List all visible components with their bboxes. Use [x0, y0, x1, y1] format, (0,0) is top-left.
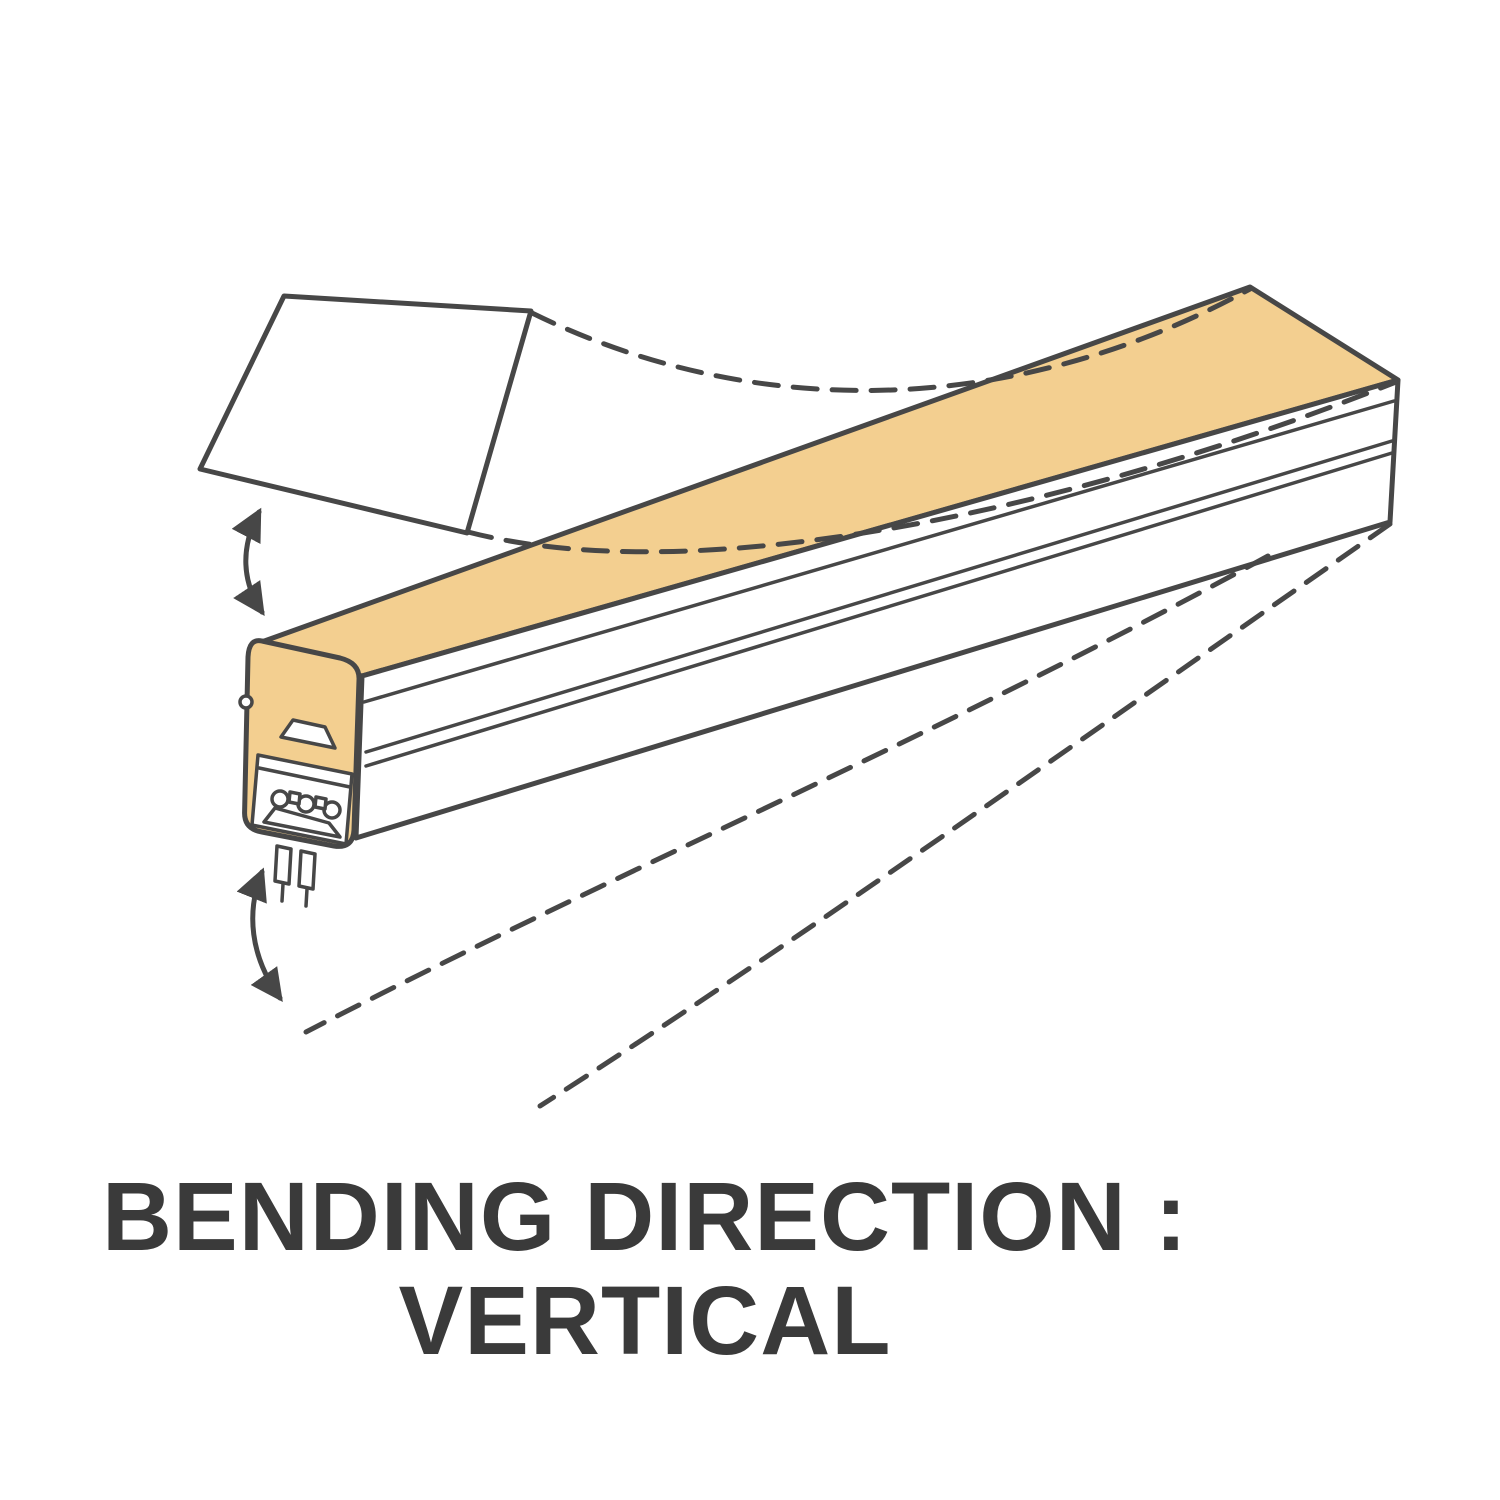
- end-cap-notch-dot: [238, 694, 254, 710]
- strip-side-bevel-line: [362, 399, 1396, 704]
- pcb-top-line: [257, 766, 352, 789]
- pcb-component-2: [313, 795, 328, 811]
- bend-up-arrow-icon: [231, 507, 265, 617]
- bend-down-arrow-icon: [236, 867, 283, 1002]
- bend-curve-up-front-edge: [465, 379, 1399, 555]
- bend-curve-down-front-edge: [537, 521, 1393, 1109]
- caption-line-1: BENDING DIRECTION :: [102, 1162, 1188, 1271]
- strip-groove-line-lower: [364, 451, 1394, 768]
- wire-lead-1: [280, 882, 285, 903]
- bend-path-curves: [303, 286, 1399, 1109]
- bend-curve-down-back-edge: [303, 553, 1271, 1035]
- pcb-component-1: [287, 790, 302, 806]
- wire-terminal-1: [273, 844, 293, 886]
- wire-lead-2: [304, 887, 309, 908]
- ghost-end-face-up: [197, 293, 534, 536]
- caption: BENDING DIRECTION : VERTICAL: [0, 1165, 1290, 1373]
- wire-terminal-2: [297, 849, 317, 891]
- solder-pad-trapezoid: [262, 806, 342, 839]
- strip-groove-line-upper: [364, 439, 1394, 754]
- led-chip-1: [270, 789, 290, 809]
- caption-line-2: VERTICAL: [398, 1265, 892, 1375]
- led-lens-trapezoid: [279, 718, 337, 750]
- strip-end-cap: [238, 638, 362, 908]
- bend-arrows: [231, 507, 283, 1002]
- bend-curve-up-back-edge: [529, 286, 1253, 393]
